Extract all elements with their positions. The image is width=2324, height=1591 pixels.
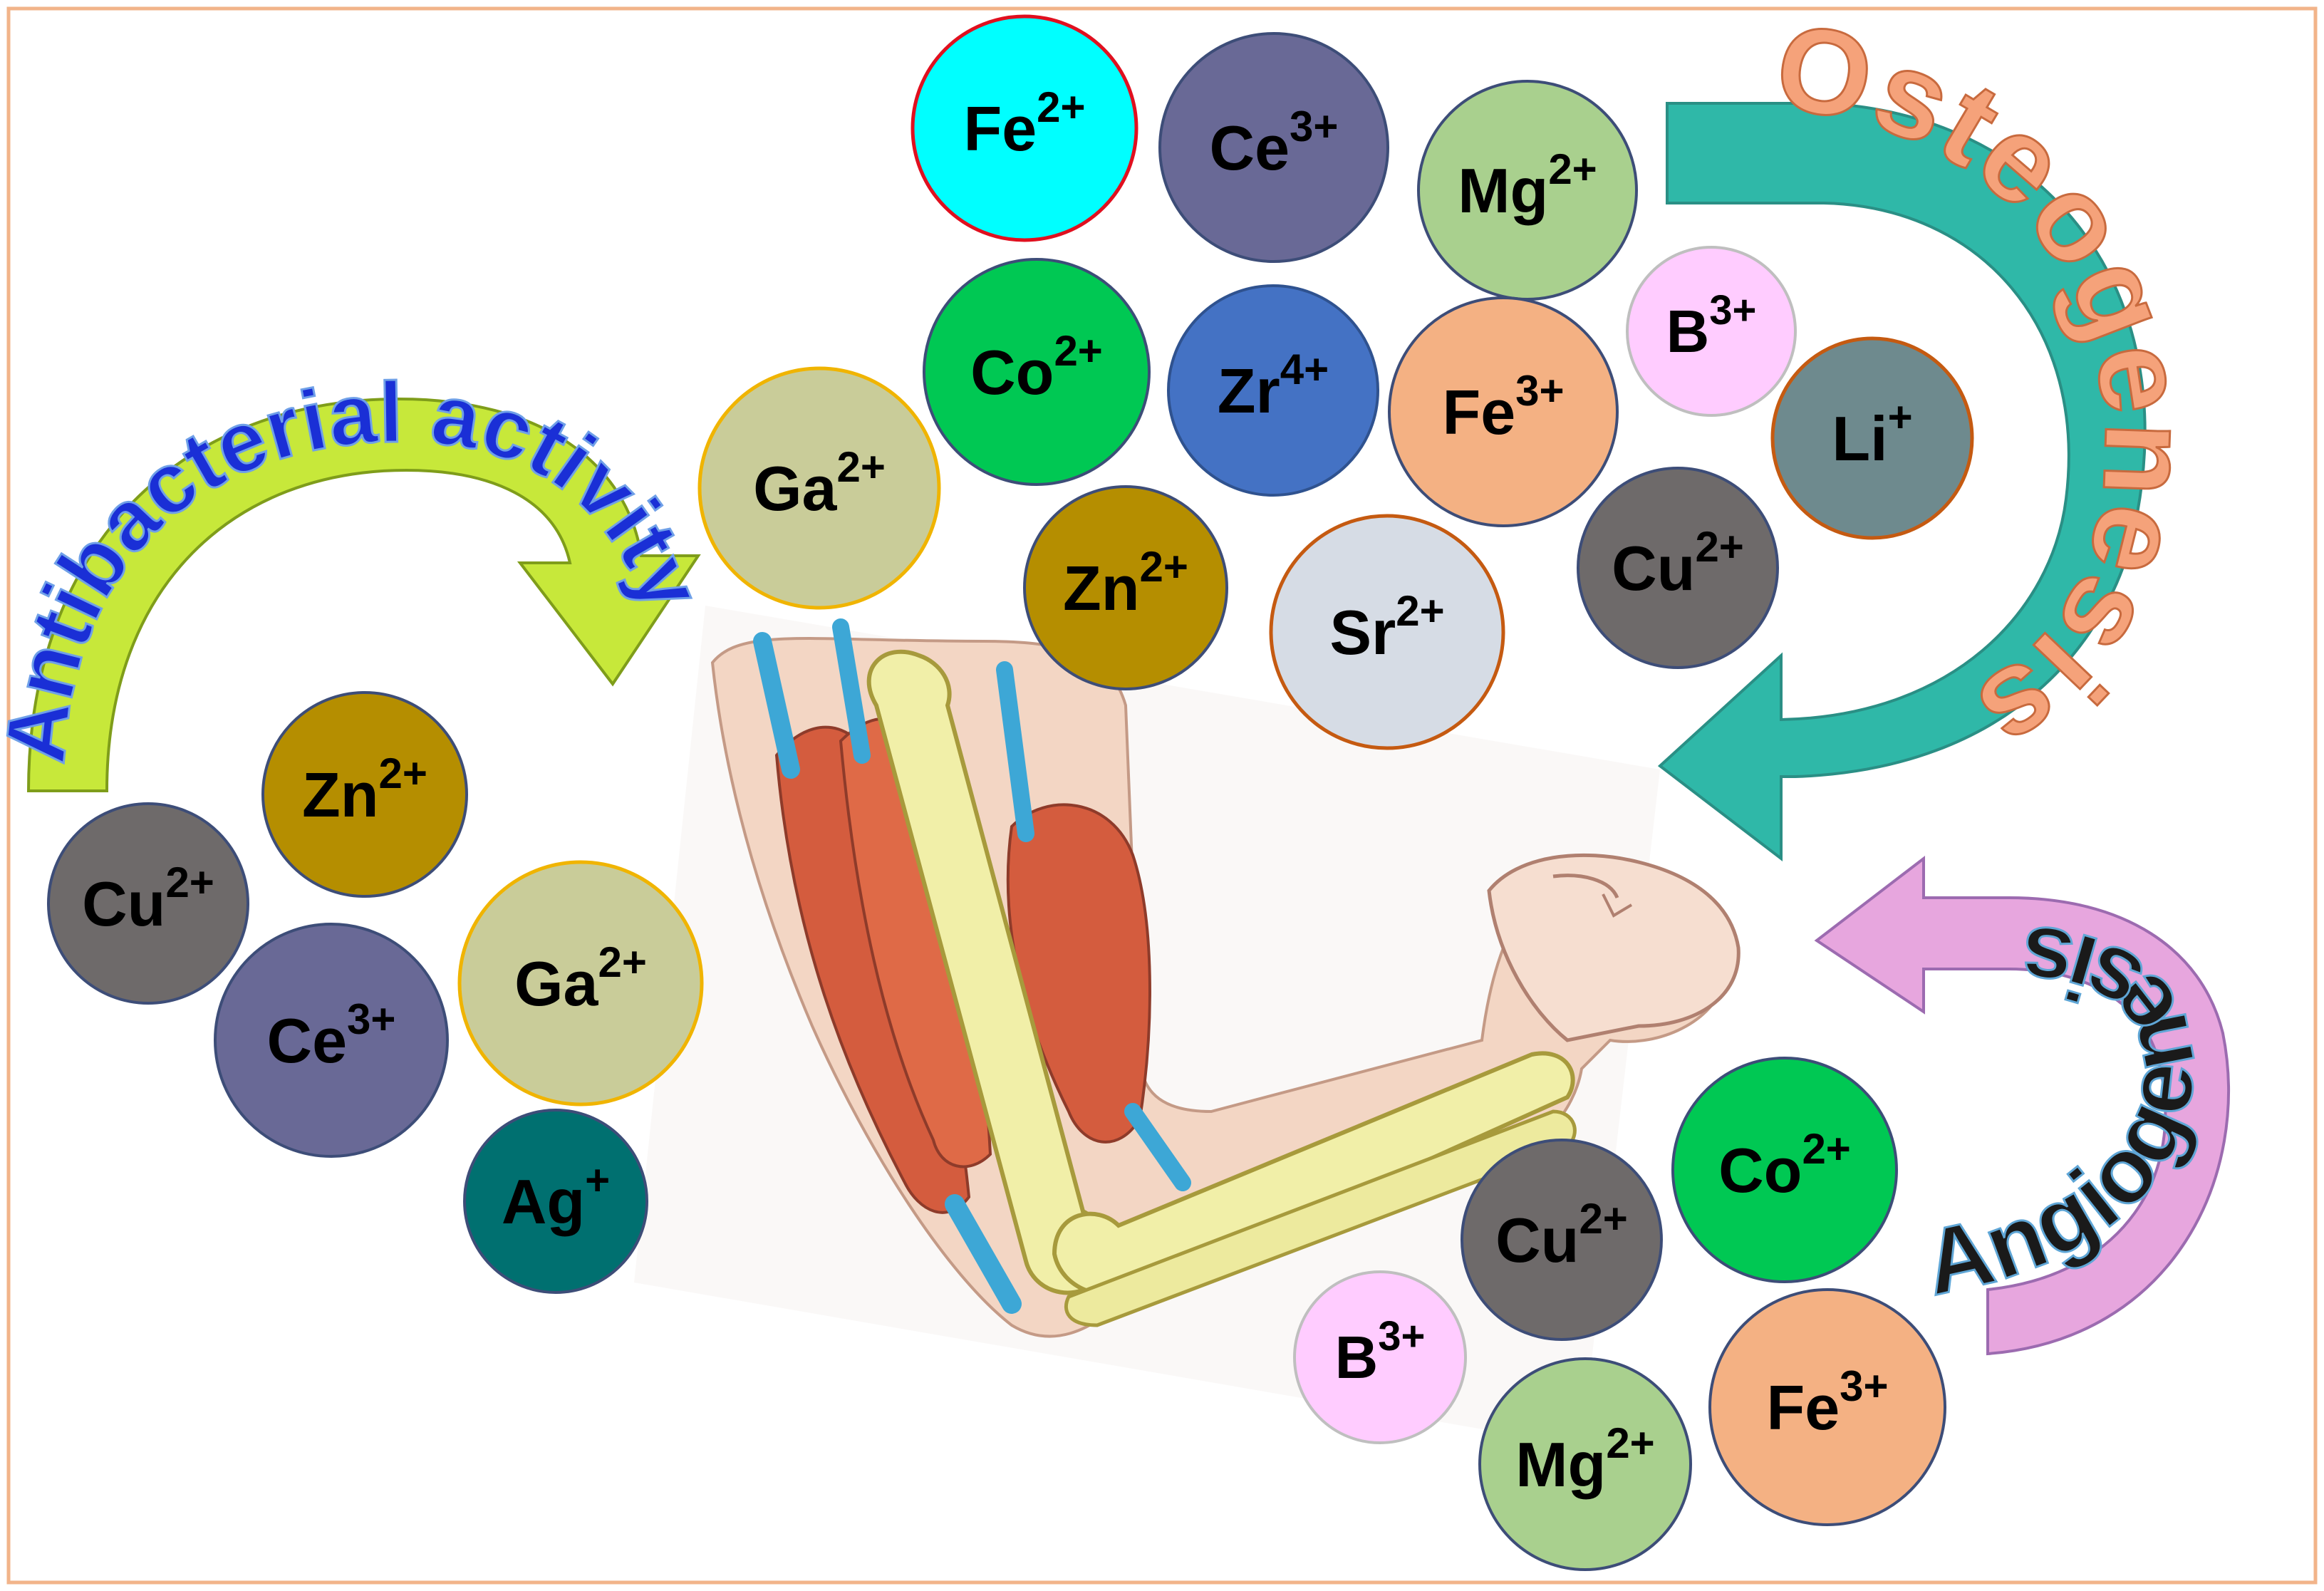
svg-text:Mg2+: Mg2+ [1458, 145, 1597, 226]
ion-charge: 2+ [1579, 1195, 1627, 1243]
ion-circle: Ag+ [463, 1109, 648, 1294]
svg-text:Co2+: Co2+ [1718, 1125, 1851, 1206]
ion-circle: Ga2+ [457, 860, 704, 1107]
antibacterial-arrow [26, 397, 701, 792]
ion-charge: 2+ [1140, 543, 1188, 591]
ion-charge: + [585, 1156, 610, 1204]
ion-circle: Mg2+ [1478, 1357, 1692, 1571]
ion-charge: 2+ [1802, 1125, 1850, 1173]
ion-symbol: Mg [1515, 1429, 1606, 1500]
ion-circle: Co2+ [1671, 1057, 1898, 1283]
svg-text:Cu2+: Cu2+ [1495, 1195, 1628, 1275]
ion-circle: Ce3+ [214, 923, 449, 1158]
ion-charge: 2+ [379, 750, 427, 797]
ion-charge: 3+ [347, 995, 395, 1043]
ion-charge: 2+ [1054, 327, 1102, 375]
ion-charge: + [1888, 393, 1913, 441]
ion-charge: 2+ [1548, 145, 1597, 193]
ion-charge: 2+ [598, 938, 646, 986]
ion-charge: 4+ [1280, 346, 1329, 393]
ion-charge: 3+ [1378, 1313, 1425, 1359]
ion-symbol: Co [970, 337, 1054, 408]
ion-charge: 2+ [1606, 1419, 1654, 1467]
svg-text:Fe2+: Fe2+ [963, 83, 1085, 164]
svg-text:Cu2+: Cu2+ [82, 859, 214, 939]
ion-symbol: Ce [1210, 113, 1290, 183]
ion-charge: 2+ [1695, 523, 1743, 571]
ion-charge: 2+ [1396, 587, 1444, 635]
ion-symbol: Ag [502, 1166, 585, 1237]
ion-circle: Zn2+ [1023, 485, 1228, 690]
ion-symbol: Li [1832, 403, 1887, 474]
ion-circle: Cu2+ [1461, 1139, 1663, 1341]
ion-charge: 2+ [1037, 83, 1085, 131]
svg-text:Co2+: Co2+ [970, 327, 1103, 408]
arm-illustration [634, 606, 1741, 1446]
ion-circle: Ga2+ [697, 366, 941, 610]
ion-symbol: B [1666, 298, 1710, 365]
ion-symbol: Fe [1442, 377, 1515, 447]
ion-symbol: Co [1718, 1135, 1802, 1206]
ion-symbol: Zn [1063, 553, 1140, 623]
ion-circle: B3+ [1626, 246, 1797, 417]
ion-symbol: Ce [267, 1005, 348, 1076]
ion-symbol: Cu [1495, 1205, 1579, 1275]
ion-charge: 3+ [1840, 1362, 1888, 1410]
osteogenesis-arrow [1657, 102, 2147, 862]
angiogenesis-arrow [1814, 855, 2230, 1356]
osteogenesis-ions: Fe2+ Ce3+ Mg2+ Co2+ Zr4+ [697, 14, 1974, 750]
ion-circle: Co2+ [923, 258, 1151, 486]
ion-symbol: Cu [1612, 533, 1695, 603]
ion-circle: Mg2+ [1417, 80, 1638, 301]
ion-symbol: Ga [514, 948, 598, 1019]
svg-text:Ag+: Ag+ [502, 1156, 610, 1237]
ion-fe2-bubble [911, 14, 1138, 242]
ion-circle: Fe3+ [1708, 1288, 1946, 1526]
svg-text:Cu2+: Cu2+ [1612, 523, 1744, 603]
svg-text:Ce3+: Ce3+ [267, 995, 396, 1076]
ion-symbol: Fe [1766, 1372, 1840, 1443]
svg-text:Sr2+: Sr2+ [1329, 587, 1444, 668]
ion-circle: Zn2+ [261, 691, 468, 898]
svg-text:Mg2+: Mg2+ [1515, 1419, 1654, 1500]
ion-charge: 3+ [1515, 367, 1564, 415]
ion-symbol: Sr [1329, 597, 1396, 668]
svg-text:Zn2+: Zn2+ [1063, 543, 1188, 623]
ion-circle: B3+ [1293, 1270, 1467, 1444]
svg-text:Zn2+: Zn2+ [302, 750, 427, 830]
ion-circle: Ce3+ [1158, 32, 1389, 263]
svg-text:B3+: B3+ [1666, 287, 1757, 366]
svg-text:Zr4+: Zr4+ [1218, 346, 1329, 426]
ion-circle: Cu2+ [47, 802, 249, 1005]
ion-symbol: Zr [1218, 356, 1280, 426]
svg-text:Fe3+: Fe3+ [1766, 1362, 1888, 1443]
ion-symbol: Fe [963, 93, 1037, 164]
svg-text:Ga2+: Ga2+ [514, 938, 647, 1019]
ion-symbol: Zn [302, 760, 379, 830]
svg-text:Ce3+: Ce3+ [1210, 103, 1339, 183]
ion-circle: Fe2+ [911, 14, 1138, 242]
ion-symbol: B [1335, 1324, 1379, 1391]
ion-circle: Fe3+ [1388, 296, 1619, 527]
ion-symbol: Cu [82, 869, 165, 939]
svg-text:Fe3+: Fe3+ [1442, 367, 1564, 447]
ion-charge: 2+ [165, 859, 214, 906]
angiogenesis-ions: Co2+ Cu2+ B3+ Mg2+ Fe3+ [1293, 1057, 1946, 1571]
ion-circle: Li+ [1770, 336, 1974, 540]
svg-text:B3+: B3+ [1335, 1313, 1426, 1392]
ion-circle: Zr4+ [1167, 284, 1379, 497]
ion-symbol: Mg [1458, 155, 1548, 226]
svg-text:Li+: Li+ [1832, 393, 1912, 474]
svg-text:Ga2+: Ga2+ [753, 443, 886, 524]
antibacterial-ions: Zn2+ Cu2+ Ga2+ Ce3+ Ag+ [47, 691, 704, 1294]
ion-charge: 3+ [1709, 287, 1756, 333]
ion-symbol: Ga [753, 453, 837, 524]
ion-charge: 3+ [1290, 103, 1338, 150]
ion-circle: Sr2+ [1269, 514, 1505, 750]
ion-circle: Cu2+ [1577, 467, 1779, 669]
ion-charge: 2+ [836, 443, 885, 491]
